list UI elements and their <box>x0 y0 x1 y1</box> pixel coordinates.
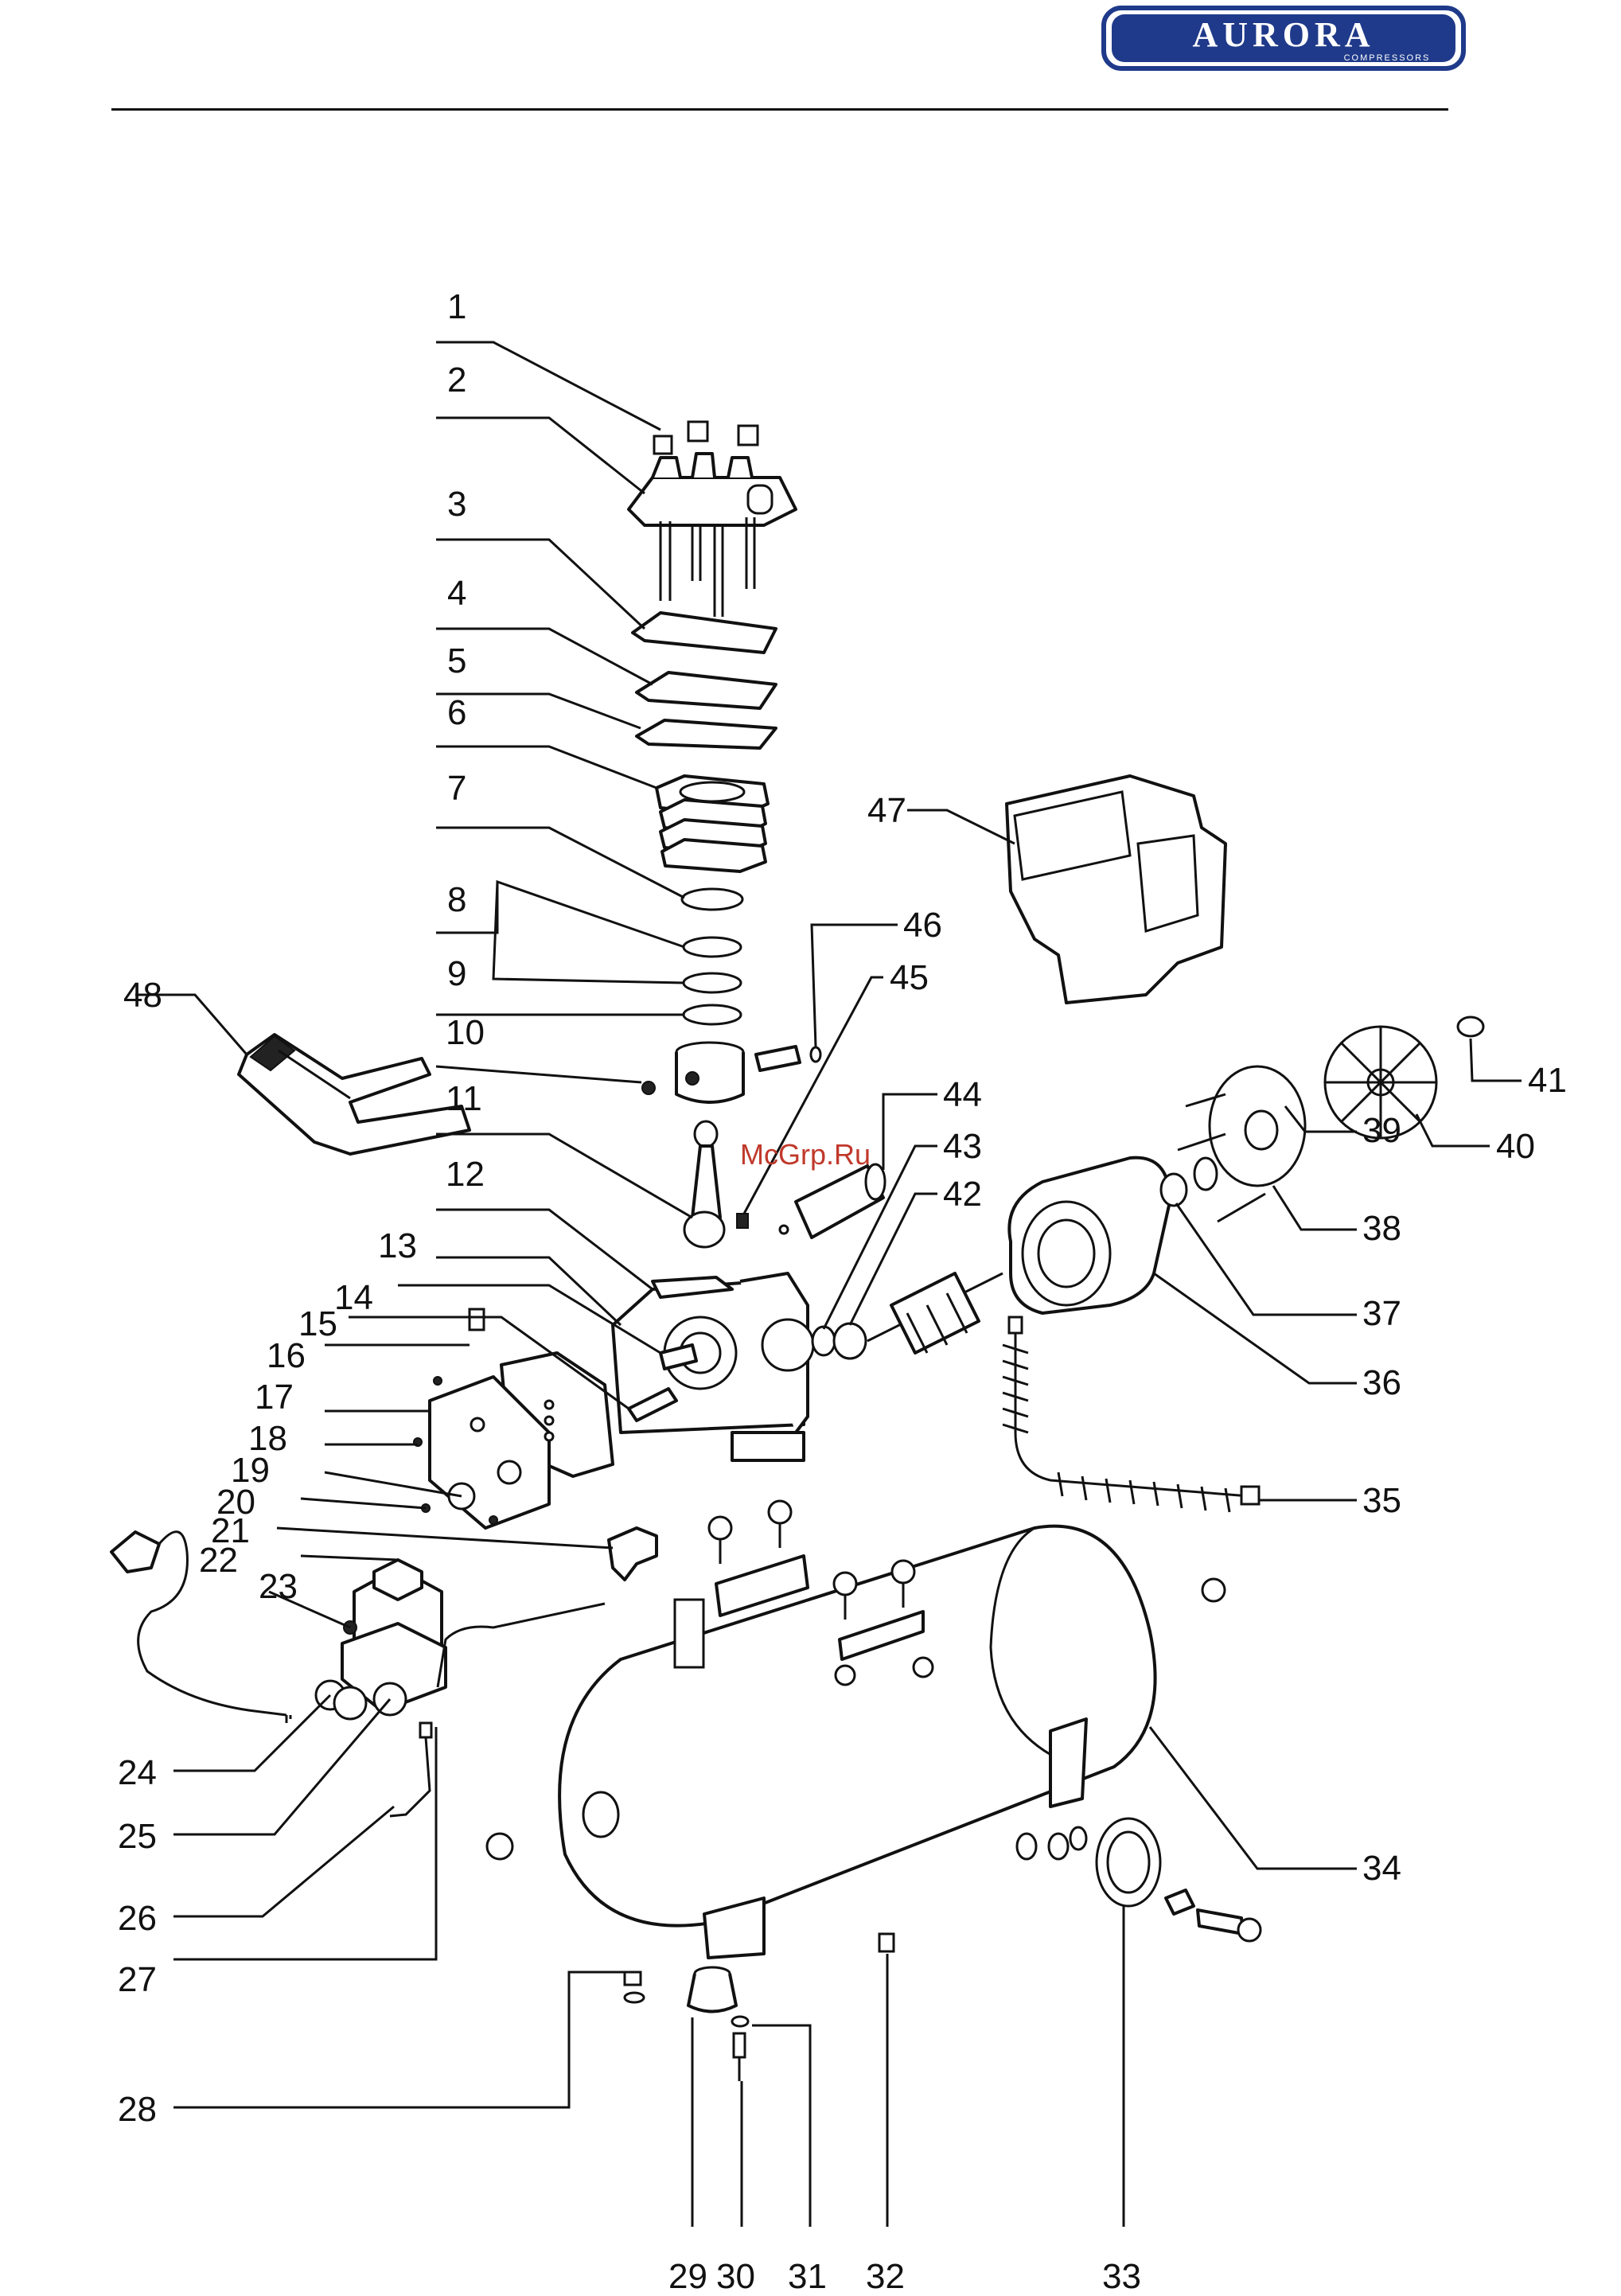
crankcase-cover <box>414 1309 613 1528</box>
callout-37: 37 <box>1362 1294 1401 1333</box>
callout-4: 4 <box>447 574 466 613</box>
drain-valve <box>879 1934 894 1951</box>
valve-gasket <box>637 720 776 748</box>
cylinder-head <box>629 422 796 617</box>
piston-ring <box>684 973 741 992</box>
piston <box>642 1043 743 1102</box>
rotor <box>867 1273 1003 1353</box>
callout-34: 34 <box>1362 1849 1401 1888</box>
callout-24: 24 <box>118 1753 157 1792</box>
piston-pin <box>756 1047 820 1070</box>
callout-10: 10 <box>446 1013 485 1052</box>
callout-42: 42 <box>943 1175 982 1214</box>
retaining-clip <box>1458 1017 1483 1036</box>
wheel <box>1017 1818 1261 1941</box>
callout-1: 1 <box>447 287 466 326</box>
callout-22: 22 <box>199 1541 238 1580</box>
rubber-foot <box>688 1967 748 2081</box>
stator <box>1009 1158 1170 1313</box>
callout-13: 13 <box>378 1226 417 1265</box>
piston-ring <box>684 1005 741 1024</box>
callout-30: 30 <box>716 2257 755 2296</box>
air-tank <box>559 1526 1155 1958</box>
callout-46: 46 <box>903 906 942 945</box>
callout-45: 45 <box>890 958 929 997</box>
callout-3: 3 <box>447 485 466 524</box>
callout-23: 23 <box>259 1567 298 1606</box>
valve-plate <box>637 672 776 708</box>
callout-32: 32 <box>866 2257 905 2296</box>
callout-43: 43 <box>943 1127 982 1166</box>
handle <box>239 1035 470 1154</box>
rear-bearing <box>1161 1174 1187 1206</box>
callout-14: 14 <box>334 1278 373 1317</box>
callout-11: 11 <box>446 1079 482 1118</box>
callout-5: 5 <box>447 641 466 680</box>
callout-40: 40 <box>1496 1127 1535 1166</box>
fan-cover <box>1007 776 1225 1003</box>
callout-35: 35 <box>1362 1481 1401 1520</box>
callout-41: 41 <box>1528 1061 1567 1100</box>
callout-8: 8 <box>447 880 466 919</box>
callout-36: 36 <box>1362 1363 1401 1402</box>
callout-29: 29 <box>668 2257 707 2296</box>
capacitor <box>796 1164 885 1238</box>
callout-26: 26 <box>118 1899 157 1938</box>
callout-38: 38 <box>1362 1209 1401 1248</box>
callout-48: 48 <box>123 976 162 1015</box>
callout-28: 28 <box>118 2090 157 2129</box>
callout-6: 6 <box>447 693 466 732</box>
piston-ring <box>682 889 742 910</box>
bearing <box>834 1323 866 1358</box>
callout-9: 9 <box>447 954 466 993</box>
gasket-plate <box>633 613 776 653</box>
callout-12: 12 <box>446 1155 485 1194</box>
elbow-fitting <box>609 1528 657 1580</box>
o-ring <box>1194 1158 1217 1190</box>
callout-17: 17 <box>255 1378 294 1417</box>
delivery-pipe <box>1003 1317 1259 1512</box>
callout-16: 16 <box>267 1336 306 1375</box>
callout-44: 44 <box>943 1075 982 1114</box>
nut-washer <box>625 1972 644 2002</box>
callout-7: 7 <box>447 769 466 808</box>
watermark: McGrp.Ru <box>740 1138 871 1171</box>
callout-2: 2 <box>447 361 466 400</box>
callout-39: 39 <box>1362 1111 1401 1150</box>
end-cap <box>1178 1066 1305 1222</box>
crankcase <box>613 1273 813 1460</box>
piston-ring <box>684 938 741 957</box>
callout-31: 31 <box>788 2257 827 2296</box>
callout-33: 33 <box>1102 2257 1141 2296</box>
callout-47: 47 <box>867 791 906 830</box>
callout-27: 27 <box>118 1960 157 1999</box>
washer <box>812 1327 835 1355</box>
cylinder <box>657 776 768 871</box>
callout-25: 25 <box>118 1817 157 1856</box>
